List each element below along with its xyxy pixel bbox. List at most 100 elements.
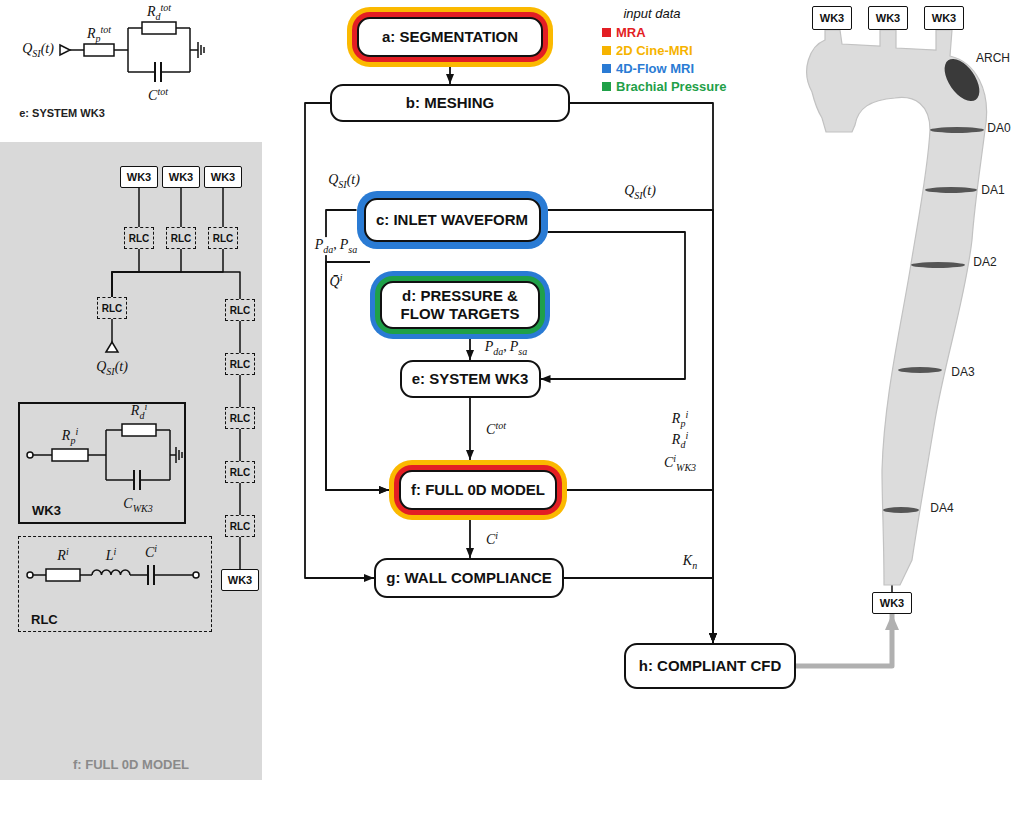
- system-wk3-circuit: [176, 27, 190, 29]
- label-text: (t): [643, 183, 656, 198]
- wk3-inset-circuit: [105, 430, 107, 480]
- legend-swatch: [602, 82, 611, 91]
- circuit-wire: [112, 249, 223, 297]
- node-label: RLC: [31, 612, 58, 627]
- legend-text: MRA: [616, 25, 646, 40]
- flow-arrow: [449, 67, 451, 84]
- system-wk3-circuit: [70, 49, 84, 51]
- outlet-wk3-box: WK3: [924, 6, 964, 30]
- outlet-wk3-box: WK3: [812, 6, 852, 30]
- legend: MRA2D Cine-MRI4D-Flow MRIBrachial Pressu…: [602, 23, 727, 95]
- flow-arrow: [469, 520, 471, 558]
- process-box: f: FULL 0D MODEL: [399, 470, 557, 510]
- rlc-inset-circuit: [46, 569, 80, 581]
- aorta-model: [807, 30, 987, 593]
- rlc-inset-circuit: [27, 572, 33, 578]
- circuit-wire: [239, 537, 241, 569]
- node-label: WK3: [820, 12, 844, 24]
- aorta-model: [883, 507, 919, 513]
- label-text: Q: [96, 359, 106, 374]
- rlc-block: RLC: [225, 299, 255, 321]
- node-label: RLC: [230, 359, 251, 370]
- label-text: i: [673, 453, 676, 464]
- system-wk3-circuit: [128, 71, 155, 73]
- node-label: d: PRESSURE & FLOW TARGETS: [392, 287, 528, 323]
- label-text: P: [340, 237, 349, 252]
- wk3-inset-circuit: [178, 450, 180, 460]
- label-text: (t): [115, 359, 128, 374]
- label-text: R: [147, 4, 156, 19]
- aorta-model: [930, 127, 984, 133]
- feedback-arrow: [796, 614, 892, 666]
- symbol-label: Ctot: [148, 86, 168, 105]
- label-text: DA4: [930, 501, 953, 515]
- symbol-label: Pda,Psa: [313, 237, 360, 255]
- label-text: i: [114, 546, 117, 557]
- label-text: DA1: [981, 183, 1004, 197]
- legend-item: 2D Cine-MRI: [602, 41, 727, 59]
- text-label: DA1: [981, 183, 1004, 197]
- circuit-wire: [239, 321, 241, 353]
- label-text: p: [680, 418, 685, 429]
- label-text: input data: [623, 6, 680, 21]
- label-text: i: [75, 426, 78, 437]
- circuit-wire: [239, 375, 241, 407]
- text-label: e: SYSTEM WK3: [19, 107, 105, 119]
- wk3-block: WK3: [120, 166, 158, 188]
- label-text: L: [106, 548, 114, 563]
- label-text: Q̄: [330, 274, 340, 289]
- label-text: tot: [161, 2, 172, 13]
- label-text: sa: [348, 244, 357, 255]
- label-text: (t): [347, 172, 360, 187]
- label-text: SI: [32, 48, 40, 59]
- flow-arrow: [469, 339, 471, 360]
- symbol-label: QSI(t): [326, 172, 362, 190]
- symbol-label: Q̄i: [328, 272, 345, 291]
- process-box: g: WALL COMPLIANCE: [374, 558, 564, 598]
- legend-item: Brachial Pressure: [602, 77, 727, 95]
- rlc-block: RLC: [225, 515, 255, 537]
- label-text: SI: [338, 179, 346, 190]
- label-text: C: [486, 532, 495, 547]
- node-label: RLC: [230, 305, 251, 316]
- circuit-wire: [112, 272, 240, 299]
- label-text: P: [485, 339, 494, 354]
- aorta-model: [898, 367, 942, 373]
- node-label: h: COMPLIANT CFD: [639, 657, 781, 675]
- symbol-label: QSI(t): [622, 183, 658, 201]
- circuit-wire: [222, 188, 224, 227]
- system-wk3-circuit: [197, 42, 199, 58]
- label-text: i: [685, 409, 688, 420]
- node-label: WK3: [127, 171, 151, 183]
- label-text: da: [323, 244, 333, 255]
- legend-item: MRA: [602, 23, 727, 41]
- label-text: sa: [518, 346, 527, 357]
- node-label: WK3: [169, 171, 193, 183]
- system-wk3-circuit: [128, 27, 142, 29]
- rlc-inset-circuit: [27, 565, 199, 585]
- wk3-inset-circuit: [140, 479, 170, 481]
- node-label: f: FULL 0D MODEL: [411, 481, 545, 499]
- flow-arrow: [305, 103, 374, 578]
- node-label: e: SYSTEM WK3: [412, 370, 529, 388]
- flow-arrow: [326, 210, 389, 490]
- label-text: R: [131, 403, 140, 418]
- rlc-inset-circuit: [33, 574, 46, 576]
- node-label: b: MESHING: [406, 94, 494, 112]
- model-panel: f: FULL 0D MODELWK3WK3WK3RLCRLCRLCRLCRLC…: [0, 142, 262, 780]
- wk3-inset-circuit: [122, 424, 156, 436]
- label-text: DA0: [987, 121, 1010, 135]
- label-text: R: [672, 411, 681, 426]
- label-text: p: [70, 435, 75, 446]
- wk3-inset-circuit: [33, 454, 52, 456]
- label-text: C: [148, 88, 157, 103]
- label-text: da: [493, 346, 503, 357]
- label-text: R: [62, 428, 71, 443]
- label-text: tot: [157, 86, 168, 97]
- rlc-inset-circuit: [130, 574, 148, 576]
- rlc-block: RLC: [97, 297, 127, 319]
- symbol-label: Ci: [145, 543, 157, 562]
- label-text: R: [672, 432, 681, 447]
